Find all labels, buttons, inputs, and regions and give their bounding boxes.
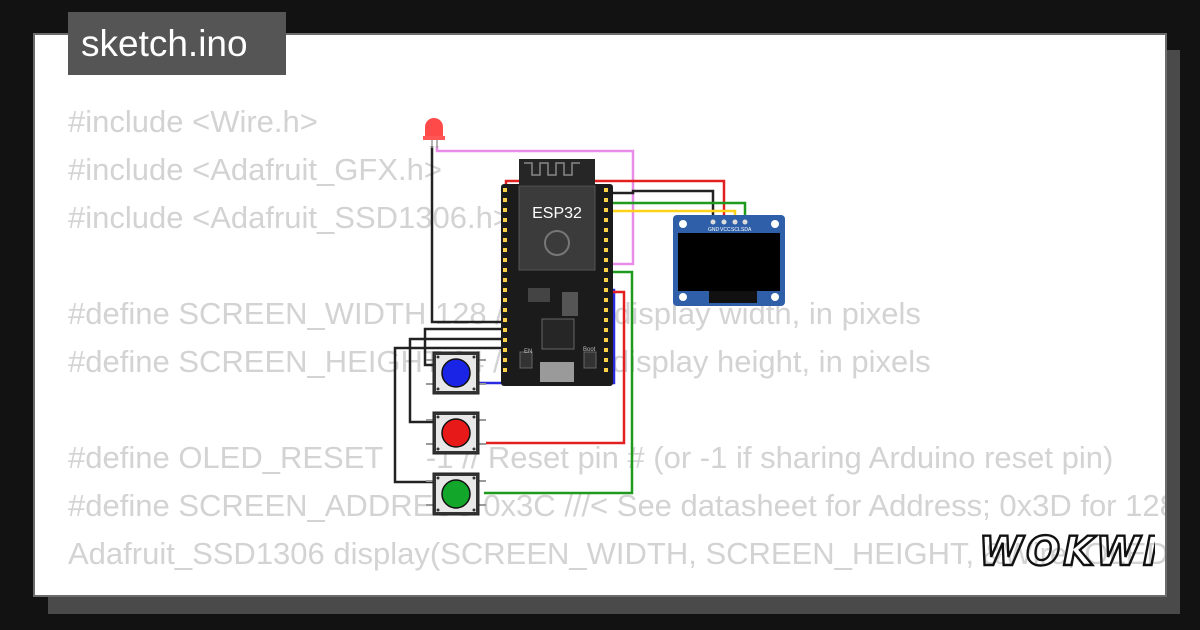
pushbutton-red[interactable] <box>426 411 486 455</box>
header-pin <box>503 188 507 192</box>
header-pin <box>503 268 507 272</box>
header-pin <box>503 208 507 212</box>
header-pin <box>503 338 507 342</box>
oled-display[interactable]: GND VCC SCL SDA <box>673 215 785 306</box>
boot-pin-label: Boot <box>583 347 596 353</box>
header-pin <box>604 238 608 242</box>
header-pin <box>503 248 507 252</box>
header-pin <box>503 228 507 232</box>
wire-oled-red <box>504 179 726 221</box>
oled-pin-scl: SCL <box>731 227 741 233</box>
header-pin <box>604 248 608 252</box>
header-pin <box>604 328 608 332</box>
esp32-board[interactable]: ESP32 EN Boot <box>501 159 613 386</box>
header-pin <box>503 348 507 352</box>
wire-oled-black <box>603 189 715 221</box>
header-pin <box>604 308 608 312</box>
header-pin <box>503 218 507 222</box>
code-line: #include <Adafruit_SSD1306.h> <box>68 200 511 235</box>
header-pin <box>503 298 507 302</box>
wire-led-pink <box>435 146 635 266</box>
code-line: Adafruit_SSD1306 display(SCREEN_WIDTH, S… <box>68 536 1167 571</box>
header-pin <box>604 358 608 362</box>
header-pin <box>604 268 608 272</box>
header-pin <box>604 278 608 282</box>
header-pin <box>604 338 608 342</box>
file-tab[interactable]: sketch.ino <box>68 12 286 75</box>
header-pin <box>604 368 608 372</box>
header-pin <box>503 238 507 242</box>
header-pin <box>604 258 608 262</box>
header-pin <box>604 228 608 232</box>
code-line: #include <Adafruit_GFX.h> <box>68 152 442 187</box>
header-pin <box>604 198 608 202</box>
wire-button-green <box>484 270 634 495</box>
red-led[interactable] <box>423 118 445 148</box>
oled-pin-sda: SDA <box>741 227 752 233</box>
en-pin-label: EN <box>524 349 532 355</box>
board-label: ESP32 <box>532 205 582 222</box>
oled-pin-vcc: VCC <box>720 227 731 233</box>
code-line: #define SCREEN_ADDRESS 0x3C ///< See dat… <box>68 488 1165 523</box>
header-pin <box>604 218 608 222</box>
pushbutton-green[interactable] <box>426 472 486 516</box>
code-line: #define OLED_RESET -1 // Reset pin # (or… <box>68 440 1114 475</box>
wire-led-black <box>430 146 509 324</box>
header-pin <box>604 318 608 322</box>
header-pin <box>503 318 507 322</box>
wire-gnd-red <box>408 337 509 424</box>
header-pin <box>503 358 507 362</box>
header-pin <box>604 188 608 192</box>
header-pin <box>604 288 608 292</box>
header-pin <box>503 308 507 312</box>
pushbuttons <box>426 351 486 516</box>
pushbutton-blue[interactable] <box>426 351 486 395</box>
code-line: #include <Wire.h> <box>68 104 318 139</box>
wire-gnd-green <box>393 346 509 484</box>
header-pin <box>503 258 507 262</box>
header-pin <box>604 208 608 212</box>
svg-text:WOKWI: WOKWI <box>979 529 1155 575</box>
header-pin <box>503 198 507 202</box>
wokwi-logo: WOKWI <box>978 528 1155 576</box>
header-pin <box>604 298 608 302</box>
header-pin <box>604 348 608 352</box>
header-pins <box>503 188 608 372</box>
header-pin <box>503 288 507 292</box>
header-pin <box>503 368 507 372</box>
oled-pin-gnd: GND <box>708 227 720 233</box>
header-pin <box>503 328 507 332</box>
wire-button-red <box>486 290 626 445</box>
header-pin <box>503 278 507 282</box>
